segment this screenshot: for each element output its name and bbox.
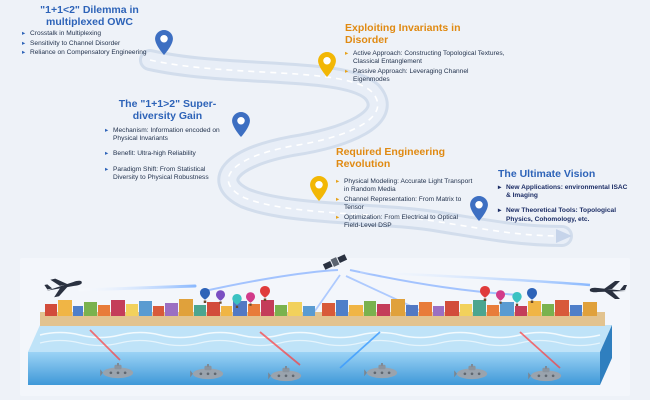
list-item: Optimization: From Electrical to Optical… (336, 214, 476, 230)
map-pin-icon (310, 176, 328, 201)
list-item: Passive Approach: Leveraging Channel Eig… (345, 68, 505, 84)
section-title: Exploiting Invariants in Disorder (345, 22, 461, 46)
section-engineering: Required Engineering Revolution Physical… (336, 146, 476, 232)
section-vision: The Ultimate Vision New Applications: en… (498, 168, 628, 231)
list-item: Paradigm Shift: From Statistical Diversi… (105, 166, 230, 182)
list-item: Physical Modeling: Accurate Light Transp… (336, 178, 476, 194)
map-pin-icon (232, 112, 250, 137)
coastal-town (40, 299, 605, 326)
satellite-icon (322, 254, 348, 270)
section-list: New Applications: environmental ISAC & I… (498, 184, 628, 224)
section-title: The "1+1>2" Super-diversity Gain (118, 98, 217, 122)
section-list: Active Approach: Constructing Topologica… (345, 50, 505, 84)
section-list: Physical Modeling: Accurate Light Transp… (336, 178, 476, 230)
list-item: Sensitivity to Channel Disorder (22, 40, 157, 48)
section-super-diversity: The "1+1>2" Super-diversity Gain Mechani… (105, 98, 230, 189)
section-title: "1+1<2" Dilemma in multiplexed OWC (40, 4, 139, 28)
section-title: Required Engineering Revolution (336, 146, 446, 170)
list-item: New Applications: environmental ISAC & I… (498, 184, 628, 200)
section-title: The Ultimate Vision (498, 168, 596, 180)
list-item: Channel Representation: From Matrix to T… (336, 196, 476, 212)
list-item: Reliance on Compensatory Engineering (22, 49, 157, 57)
sea-block (28, 325, 612, 385)
list-item: Active Approach: Constructing Topologica… (345, 50, 505, 66)
list-item: New Theoretical Tools: Topological Physi… (498, 207, 628, 223)
list-item: Crosstalk in Multiplexing (22, 30, 157, 38)
list-item: Benefit: Ultra-high Reliability (105, 150, 230, 158)
section-invariants: Exploiting Invariants in Disorder Active… (345, 22, 505, 86)
section-list: Mechanism: Information encoded on Physic… (105, 127, 230, 182)
list-item: Mechanism: Information encoded on Physic… (105, 127, 230, 143)
section-list: Crosstalk in Multiplexing Sensitivity to… (22, 30, 157, 58)
section-dilemma: "1+1<2" Dilemma in multiplexed OWC Cross… (22, 4, 157, 59)
